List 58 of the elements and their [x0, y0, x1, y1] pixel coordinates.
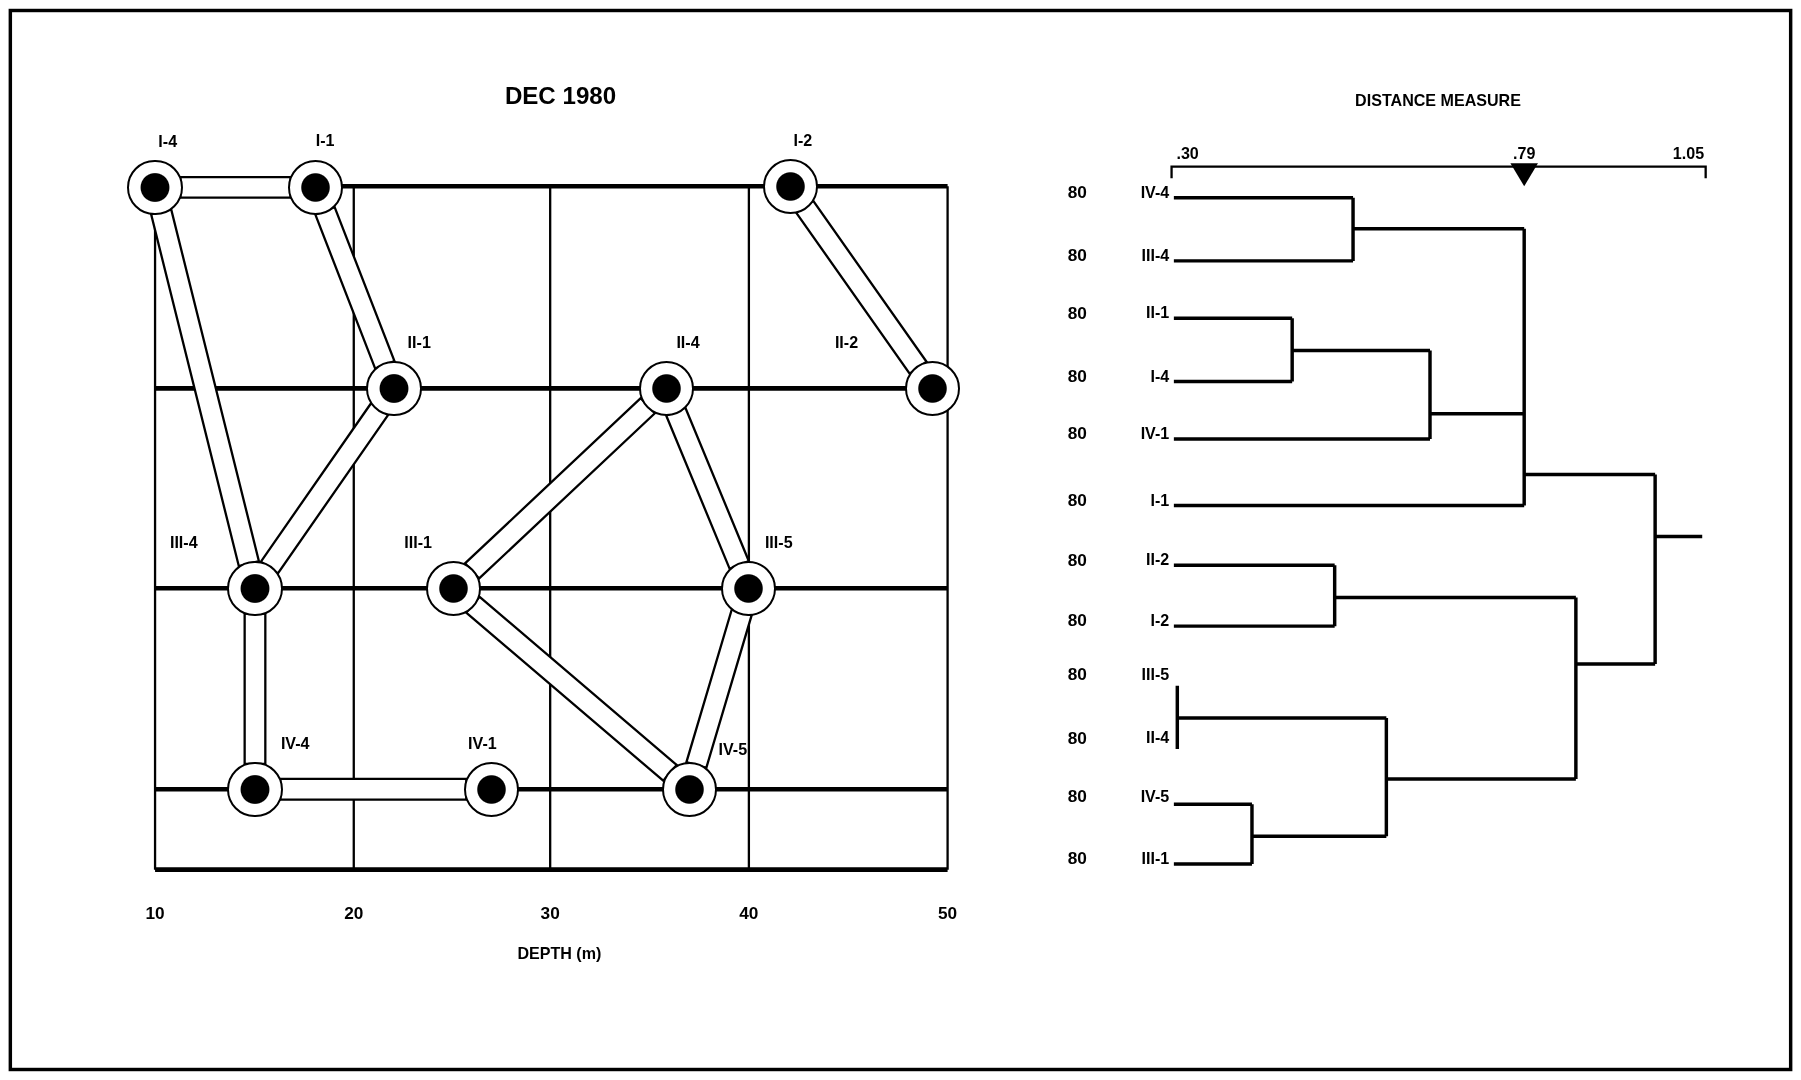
- sample-label: II-1: [1146, 304, 1170, 321]
- year-label: 80: [1067, 551, 1087, 570]
- sample-label: IV-4: [1140, 183, 1170, 200]
- year-label: 80: [1067, 492, 1087, 510]
- connecting-band: [259, 401, 390, 575]
- connecting-band: [149, 208, 261, 568]
- sample-label: I-2: [1150, 612, 1170, 629]
- axis-title: DEPTH (m): [517, 945, 602, 962]
- connecting-band: [664, 406, 751, 571]
- connecting-band: [279, 777, 468, 801]
- tick-label: 10: [145, 905, 165, 923]
- year-label: 80: [1067, 729, 1087, 748]
- point-label: II-1: [407, 334, 431, 351]
- point-label: II-2: [834, 334, 859, 351]
- sample-label: III-4: [1141, 246, 1170, 263]
- year-label: 80: [1067, 304, 1087, 323]
- point-label: IV-5: [718, 740, 748, 757]
- chart-title: DEC 1980: [504, 84, 617, 109]
- connecting-band: [685, 608, 754, 770]
- connecting-band: [179, 175, 292, 199]
- connecting-band: [243, 612, 267, 766]
- sample-label: I-1: [1150, 491, 1170, 508]
- sample-label: IV-5: [1140, 787, 1170, 804]
- year-label: 80: [1067, 666, 1087, 684]
- point-label: IV-4: [280, 735, 310, 752]
- connecting-band: [464, 595, 679, 783]
- tick-label: 1.05: [1672, 144, 1705, 161]
- tick-label: 40: [739, 905, 759, 923]
- point-label: I-2: [793, 132, 813, 149]
- point-label: III-1: [404, 534, 432, 551]
- connecting-band: [313, 205, 396, 371]
- connecting-band: [794, 199, 929, 376]
- sample-label: I-4: [1150, 367, 1170, 384]
- year-label: 80: [1067, 425, 1087, 443]
- connecting-band: [463, 396, 657, 581]
- tick-label: .79: [1513, 144, 1536, 161]
- year-label: 80: [1067, 247, 1087, 265]
- sample-label: III-5: [1141, 666, 1170, 683]
- tick-label: 20: [344, 905, 364, 923]
- tick-label: .30: [1176, 144, 1199, 161]
- tick-label: 30: [540, 905, 560, 923]
- point-label: II-4: [676, 334, 700, 351]
- point-label: III-5: [764, 534, 793, 551]
- point-label: III-4: [169, 534, 198, 551]
- sample-label: III-1: [1141, 849, 1170, 867]
- tick-label: 50: [938, 905, 958, 923]
- point-label: I-4: [158, 133, 178, 150]
- year-label: 80: [1067, 612, 1087, 630]
- sample-label: II-2: [1146, 551, 1170, 568]
- year-label: 80: [1067, 788, 1087, 806]
- year-label: 80: [1067, 184, 1087, 202]
- sample-label: IV-1: [1140, 425, 1170, 442]
- axis-title: DISTANCE MEASURE: [1355, 91, 1521, 108]
- year-label: 80: [1067, 368, 1087, 386]
- year-label: 80: [1067, 850, 1087, 868]
- point-label: IV-1: [468, 735, 497, 752]
- point-label: I-1: [315, 132, 335, 149]
- sample-label: II-4: [1146, 729, 1170, 746]
